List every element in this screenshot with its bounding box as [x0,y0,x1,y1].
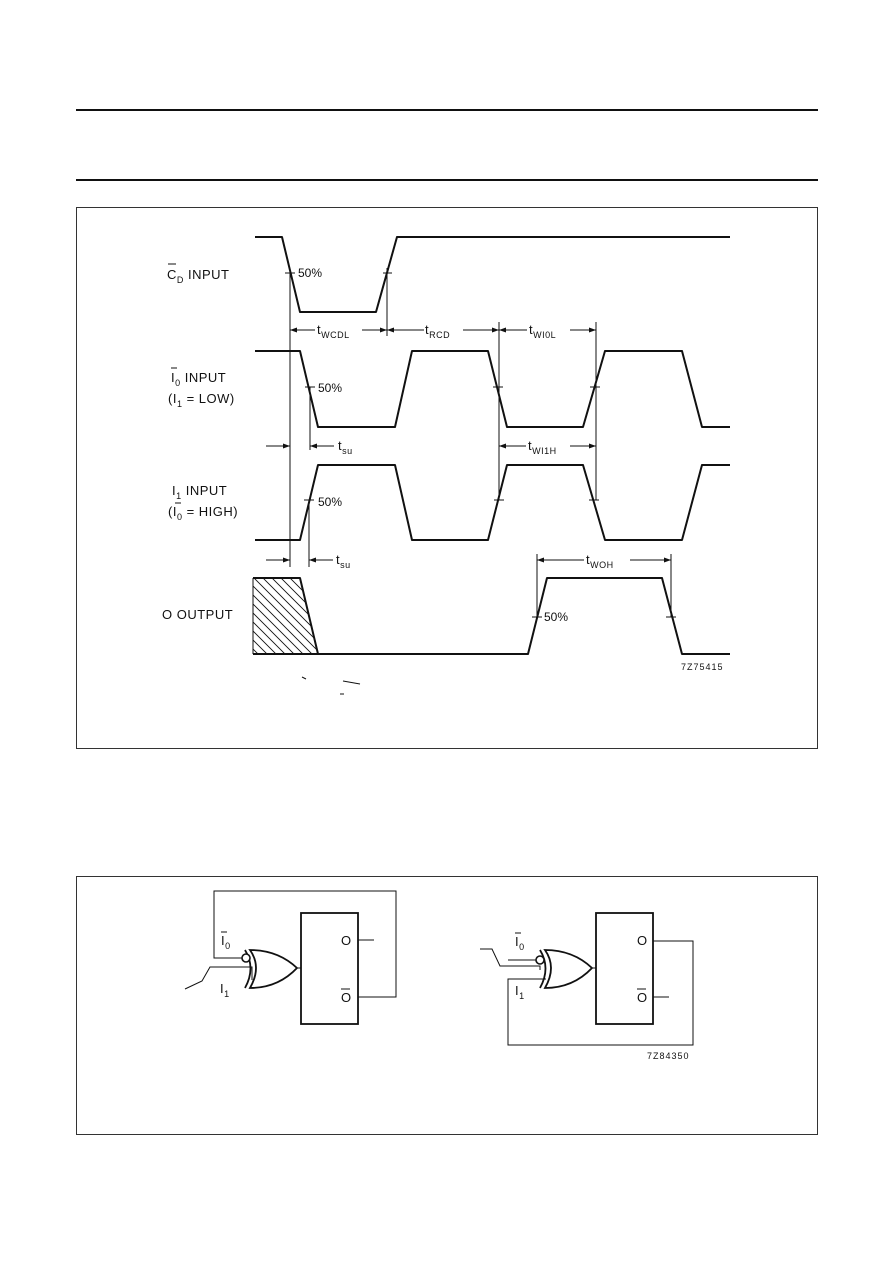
svg-text:(I0 = HIGH): (I0 = HIGH) [168,504,238,522]
timing-figure-code: 7Z75415 [681,662,724,672]
header-rule-top [76,109,818,111]
right-qbar-label: O [637,990,648,1005]
left-in0-sub: 0 [225,941,231,951]
cd-50-percent: 50% [298,266,322,280]
cd-input-label: CD INPUT [167,263,230,285]
svg-text:tsu: tsu [336,552,351,570]
left-q-label: O [341,933,352,948]
right-in1-main: I [515,983,519,998]
timing-wi0l: tWI0L [499,322,596,340]
right-flipflop-box [595,912,654,1025]
i0-50-percent: 50% [318,381,342,395]
i1-50-percent: 50% [318,495,342,509]
right-xor-gate [543,949,594,989]
right-in1-sub: 1 [519,991,525,1001]
scan-specks [301,676,361,695]
header-rule-bottom [76,179,818,181]
timing-woh: tWOH [537,552,671,570]
svg-text:tsu: tsu [338,438,353,456]
right-in0-main: I [515,934,519,949]
right-inverter-bubble [535,955,545,965]
left-in0-main: I [221,933,225,948]
timing-tsu-1: tsu [266,438,353,456]
i0-input-waveform [255,350,730,428]
q-output-waveform [252,577,730,655]
svg-text:I1 INPUT: I1 INPUT [172,483,227,501]
cd-label-sub: D [177,275,184,285]
cd-label-main: C [167,267,177,282]
timing-wi1h: tWI1H [499,438,596,456]
i0-input-label: I0 INPUT (I1 = LOW) [168,367,235,409]
i1-input-label: I1 INPUT (I0 = HIGH) [168,483,238,522]
right-q-label: O [637,933,648,948]
timing-rcd: tRCD [387,322,499,340]
svg-text:I0 INPUT: I0 INPUT [171,370,226,388]
timing-wcdl: tWCDL [290,322,387,340]
svg-text:CD INPUT: CD INPUT [167,267,230,285]
svg-text:tRCD: tRCD [425,322,450,340]
svg-text:tWOH: tWOH [586,552,614,570]
left-flipflop-box [300,912,359,1025]
svg-text:tWI1H: tWI1H [528,438,557,456]
left-xor-gate [248,949,299,989]
svg-text:tWI0L: tWI0L [529,322,556,340]
svg-text:tWCDL: tWCDL [317,322,350,340]
cd-input-waveform [255,236,730,313]
svg-text:I0: I0 [221,933,231,951]
svg-text:I1: I1 [515,983,525,1001]
timing-tsu-2: tsu [266,552,351,570]
q-50-percent: 50% [544,610,568,624]
left-inverter-bubble [241,953,251,963]
timing-diagram-frame [76,207,818,749]
svg-text:(I1 = LOW): (I1 = LOW) [168,391,235,409]
left-circuit: I0 I1 O O [184,890,397,1025]
cd-label-rest: INPUT [184,267,230,282]
svg-text:I0: I0 [515,934,525,952]
left-qbar-label: O [341,990,352,1005]
q-output-label: O OUTPUT [162,607,233,622]
i1-input-waveform [255,464,730,541]
logic-diagram-frame [76,876,818,1135]
logic-figure-code: 7Z84350 [647,1051,690,1061]
svg-text:I1: I1 [220,981,230,999]
right-circuit: I0 I1 O O [480,912,694,1046]
right-in0-sub: 0 [519,942,525,952]
left-in1-sub: 1 [224,989,230,999]
left-in1-main: I [220,981,224,996]
